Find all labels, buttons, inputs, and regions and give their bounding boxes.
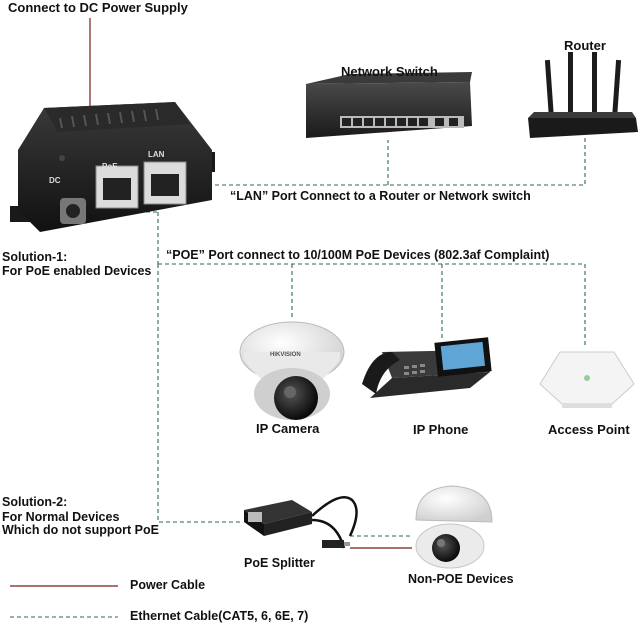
poe-splitter-icon xyxy=(244,496,358,549)
solution1-title: Solution-1: xyxy=(2,250,68,264)
access-point-icon xyxy=(539,351,635,408)
non-poe-devices-label: Non-POE Devices xyxy=(408,572,514,586)
poe-splitter-label: PoE Splitter xyxy=(244,556,315,570)
router-label: Router xyxy=(564,38,606,53)
splitter-output-lines xyxy=(350,535,412,549)
ip-phone-icon xyxy=(362,337,492,398)
router-icon xyxy=(528,52,638,138)
injector-lan-label: LAN xyxy=(148,150,165,159)
ip-phone-label: IP Phone xyxy=(413,422,469,437)
turret-camera-icon xyxy=(415,485,493,569)
solution2-title: Solution-2: xyxy=(2,495,68,509)
access-point-label: Access Point xyxy=(548,422,630,437)
injector-dc-label: DC xyxy=(49,176,61,185)
camera-brand-text: HIKVISION xyxy=(270,352,301,358)
network-switch-icon xyxy=(306,72,472,138)
dc-power-label: Connect to DC Power Supply xyxy=(8,0,188,15)
lan-port-caption: “LAN” Port Connect to a Router or Networ… xyxy=(230,189,531,203)
solution1-desc: For PoE enabled Devices xyxy=(2,264,152,278)
ip-camera-label: IP Camera xyxy=(256,421,320,436)
solution2-desc-1: For Normal Devices xyxy=(2,510,120,524)
poe-ethernet-lines xyxy=(118,211,586,523)
poe-port-caption: “POE” Port connect to 10/100M PoE Device… xyxy=(166,248,550,262)
legend-power-text: Power Cable xyxy=(130,578,206,592)
dome-camera-icon xyxy=(239,321,345,420)
injector-poe-label: PoE xyxy=(102,162,118,171)
poe-injector-icon xyxy=(10,102,215,232)
lan-ethernet-lines xyxy=(208,138,586,186)
legend-ethernet-text: Ethernet Cable(CAT5, 6, 6E, 7) xyxy=(130,609,309,623)
network-switch-label: Network Switch xyxy=(341,64,438,79)
solution2-desc-2: Which do not support PoE xyxy=(2,523,159,537)
